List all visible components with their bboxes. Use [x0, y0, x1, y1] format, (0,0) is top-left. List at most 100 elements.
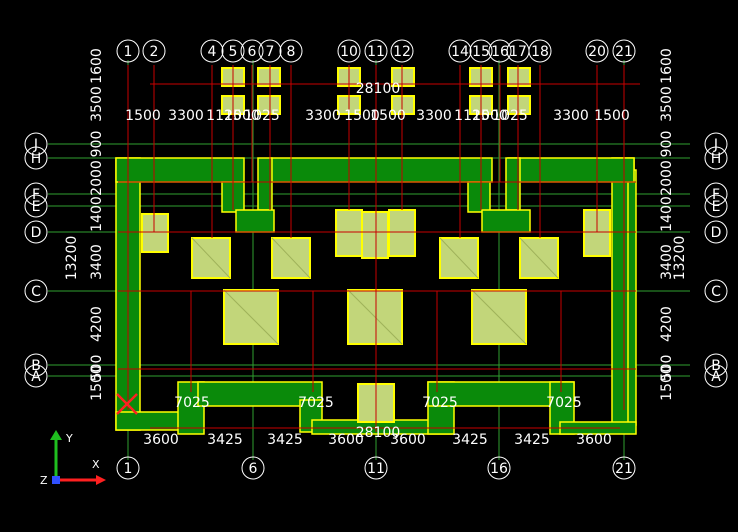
- dim-bottom-5: 3425: [452, 432, 488, 448]
- grid-bubble-top-4-circle: [200, 39, 224, 63]
- dim-wall-2: 7025: [422, 395, 458, 411]
- grid-bubble-right-D: D: [704, 220, 728, 244]
- dim-top-12: 3300: [553, 108, 589, 124]
- grid-bubble-left-H-label: H: [31, 151, 42, 167]
- ucs-z-label: Z: [40, 474, 48, 487]
- grid-bubble-bottom-21-circle: [612, 456, 636, 480]
- dim-right-total: 13200: [672, 236, 688, 281]
- grid-bubble-bottom-6-circle: [241, 456, 265, 480]
- dim-top-6: 1500: [344, 108, 380, 124]
- grid-bubble-top-14: 14: [448, 39, 472, 63]
- grid-bubble-left-D: D: [24, 220, 48, 244]
- grid-bubble-top-20: 20: [585, 39, 609, 63]
- grid-bubble-right-E-circle: [704, 194, 728, 218]
- dim-top-10: 1000: [472, 108, 508, 124]
- grid-bubble-top-18: 18: [528, 39, 552, 63]
- grid-bubble-right-A-label: A: [711, 369, 721, 385]
- grid-bubble-right-C-circle: [704, 279, 728, 303]
- grid-bubble-top-18-circle: [528, 39, 552, 63]
- grid-bubble-top-18-label: 18: [531, 44, 549, 60]
- grid-bubble-top-1-circle: [116, 39, 140, 63]
- dim-right-4: 1400: [659, 196, 675, 232]
- grid-bubble-left-H: H: [24, 146, 48, 170]
- grid-bubble-bottom-6: 6: [241, 456, 265, 480]
- dim-right-5: 3400: [659, 244, 675, 280]
- dim-bottom-7: 3600: [576, 432, 612, 448]
- grid-bubble-top-16-circle: [488, 39, 512, 63]
- dim-top-5: 3300: [305, 108, 341, 124]
- grid-bubble-top-17: 17: [506, 39, 530, 63]
- dim-bottom-3: 3600: [328, 432, 364, 448]
- grid-bubble-left-H-circle: [24, 146, 48, 170]
- dim-left-total: 13200: [64, 236, 80, 281]
- grid-bubble-left-J: J: [24, 132, 48, 156]
- grid-bubble-bottom-21-label: 21: [615, 461, 633, 477]
- dim-left-2: 900: [89, 131, 105, 158]
- grid-bubble-left-J-circle: [24, 132, 48, 156]
- dim-left-5: 3400: [89, 244, 105, 280]
- dim-right-3: 2000: [659, 160, 675, 196]
- dim-right-7: 1500: [659, 365, 675, 401]
- grid-bubble-left-A-label: A: [31, 369, 41, 385]
- grid-bubble-bottom-6-label: 6: [249, 461, 258, 477]
- grid-bubble-top-2-label: 2: [150, 44, 159, 60]
- dim-left-0: 1600: [89, 48, 105, 84]
- grid-bubble-top-16-label: 16: [491, 44, 509, 60]
- dim-left-7: 1500: [89, 365, 105, 401]
- dim-top-13: 1500: [594, 108, 630, 124]
- dim-wall-0: 7025: [174, 395, 210, 411]
- dim-bottom-1: 3425: [207, 432, 243, 448]
- grid-bubble-right-J-circle: [704, 132, 728, 156]
- dim-top-2: 1125: [206, 108, 242, 124]
- grid-bubble-top-4: 4: [200, 39, 224, 63]
- grid-bubble-top-2-circle: [142, 39, 166, 63]
- ucs-y-label: Y: [65, 432, 73, 445]
- grid-bubble-right-B-circle: [704, 353, 728, 377]
- dim-top-8: 3300: [416, 108, 452, 124]
- grid-bubble-right-D-label: D: [711, 225, 722, 241]
- dim-left-6: 4200: [89, 306, 105, 342]
- grid-bubble-top-6-label: 6: [248, 44, 257, 60]
- grid-bubble-left-C-circle: [24, 279, 48, 303]
- grid-bubble-left-A: A: [24, 364, 48, 388]
- grid-bubble-top-17-label: 17: [509, 44, 527, 60]
- dim-wall-3: 7025: [546, 395, 582, 411]
- dim-right-1: 3500: [659, 86, 675, 122]
- grid-bubble-bottom-1: 1: [116, 456, 140, 480]
- pad-diagonals: [191, 237, 559, 345]
- grid-bubble-top-5: 5: [221, 39, 245, 63]
- grid-bubble-right-C: C: [704, 279, 728, 303]
- grid-bubble-right-D-circle: [704, 220, 728, 244]
- grid-bubble-bottom-1-label: 1: [124, 461, 133, 477]
- grid-bubble-bottom-16: 16: [487, 456, 511, 480]
- dim-bottom-6: 3425: [514, 432, 550, 448]
- grid-bubble-top-1: 1: [116, 39, 140, 63]
- dim-bottom-total: 28100: [356, 425, 401, 441]
- ucs-axis-icon: Y X Z: [40, 430, 106, 487]
- grid-bubble-top-11: 11: [364, 39, 388, 63]
- dim-top-11: 1025: [492, 108, 528, 124]
- grid-bubble-left-E: E: [24, 194, 48, 218]
- grid-bubble-top-11-label: 11: [367, 44, 385, 60]
- dim-left-1: 3500: [89, 86, 105, 122]
- grid-bubble-top-4-label: 4: [208, 44, 217, 60]
- grid-bubble-left-B: B: [24, 353, 48, 377]
- grid-bubble-top-20-label: 20: [588, 44, 606, 60]
- dim-right-0: 1600: [659, 48, 675, 84]
- grid-bubble-bottom-16-label: 16: [490, 461, 508, 477]
- dim-top-total: 28100: [356, 81, 401, 97]
- grid-bubble-right-E: E: [704, 194, 728, 218]
- wall-outline[interactable]: [115, 157, 637, 435]
- grid-bubble-right-C-label: C: [711, 284, 721, 300]
- dim-top-9: 1125: [454, 108, 490, 124]
- grid-bubble-top-12-label: 12: [393, 44, 411, 60]
- dim-right-2: 900: [659, 131, 675, 158]
- dim-bottom-4: 3600: [390, 432, 426, 448]
- grid-bubble-top-15-circle: [469, 39, 493, 63]
- grid-bubble-top-7-circle: [258, 39, 282, 63]
- grid-bubble-bottom-1-circle: [116, 456, 140, 480]
